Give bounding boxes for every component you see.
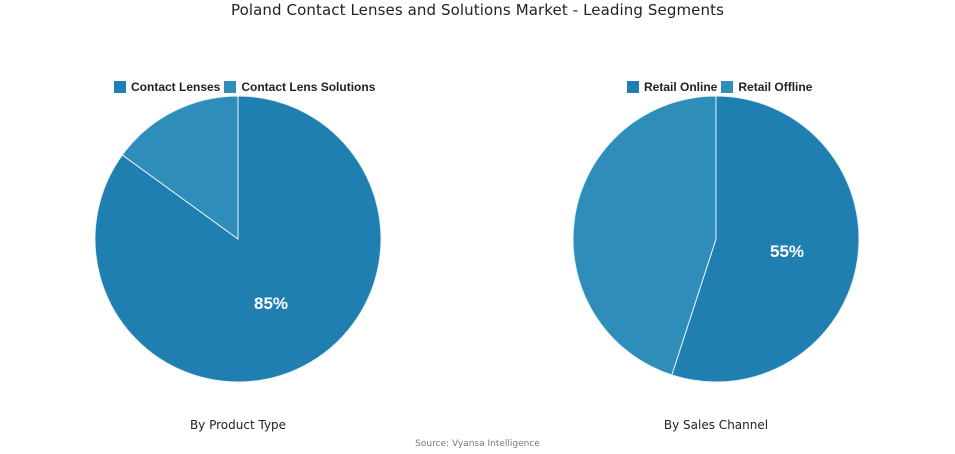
legend-swatch-icon — [224, 81, 237, 93]
subtitle-product-type: By Product Type — [189, 418, 287, 432]
legend-label: Contact Lenses — [131, 80, 221, 94]
chart-title: Poland Contact Lenses and Solutions Mark… — [230, 1, 725, 19]
pie-data-label: 55% — [770, 242, 804, 261]
pie-chart-product-type: 85% — [94, 95, 382, 383]
pie-slice-contact-lens-solutions[interactable] — [121, 95, 239, 240]
source-note: Source: Vyansa Intelligence — [415, 439, 540, 449]
legend-item-contact-lens-solutions[interactable]: Contact Lens Solutions — [224, 80, 375, 94]
pie-data-label: 85% — [254, 294, 288, 313]
pie-slice-retail-offline[interactable] — [572, 95, 717, 376]
legend-swatch-icon — [721, 81, 734, 93]
legend-item-retail-online[interactable]: Retail Online — [627, 80, 717, 94]
legend-sales-channel: Retail Online Retail Offline — [627, 80, 816, 94]
legend-product-type: Contact Lenses Contact Lens Solutions — [114, 80, 379, 94]
legend-item-contact-lenses[interactable]: Contact Lenses — [114, 80, 220, 94]
legend-label: Retail Online — [644, 80, 718, 94]
legend-item-retail-offline[interactable]: Retail Offline — [721, 80, 812, 94]
legend-swatch-icon — [114, 81, 126, 93]
subtitle-sales-channel: By Sales Channel — [663, 418, 769, 432]
legend-swatch-icon — [627, 81, 639, 93]
legend-label: Retail Offline — [738, 80, 813, 94]
pie-slice-retail-online[interactable] — [671, 95, 860, 383]
legend-label: Contact Lens Solutions — [241, 80, 376, 94]
pie-chart-sales-channel: 55% — [572, 95, 860, 383]
